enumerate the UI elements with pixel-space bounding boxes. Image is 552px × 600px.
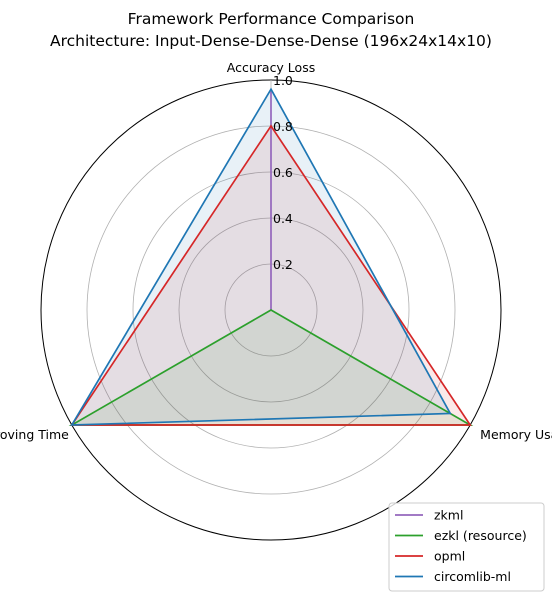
- radial-tick-labels: 0.2 0.4 0.6 0.8 1.0: [273, 73, 293, 272]
- series-line: [70, 124, 472, 426]
- radial-tick-label: 0.8: [273, 119, 293, 134]
- legend: zkml ezkl (resource) opml circomlib-ml: [388, 502, 545, 592]
- radial-tick-label: 0.4: [273, 211, 293, 226]
- legend-frame: [388, 502, 545, 592]
- series-fill: [71, 310, 471, 425]
- legend-entries: zkml ezkl (resource) opml circomlib-ml: [395, 508, 527, 584]
- radial-tick-label: 0.6: [273, 165, 293, 180]
- legend-label: opml: [434, 549, 465, 564]
- axis-label: Memory Usage: [480, 427, 552, 442]
- series-fill: [71, 89, 451, 425]
- series-lines: [68, 87, 474, 426]
- legend-label: zkml: [434, 508, 463, 523]
- legend-label: ezkl (resource): [434, 528, 527, 543]
- series-line: [70, 87, 452, 426]
- legend-label: circomlib-ml: [434, 569, 511, 584]
- axis-label: Proving Time: [0, 427, 69, 442]
- chart-subtitle: Architecture: Input-Dense-Dense-Dense (1…: [50, 32, 492, 50]
- radial-tick-label: 0.2: [273, 257, 293, 272]
- chart-title: Framework Performance Comparison: [128, 10, 415, 28]
- radial-tick-label: 1.0: [273, 73, 293, 88]
- axis-label: Accuracy Loss: [227, 60, 315, 75]
